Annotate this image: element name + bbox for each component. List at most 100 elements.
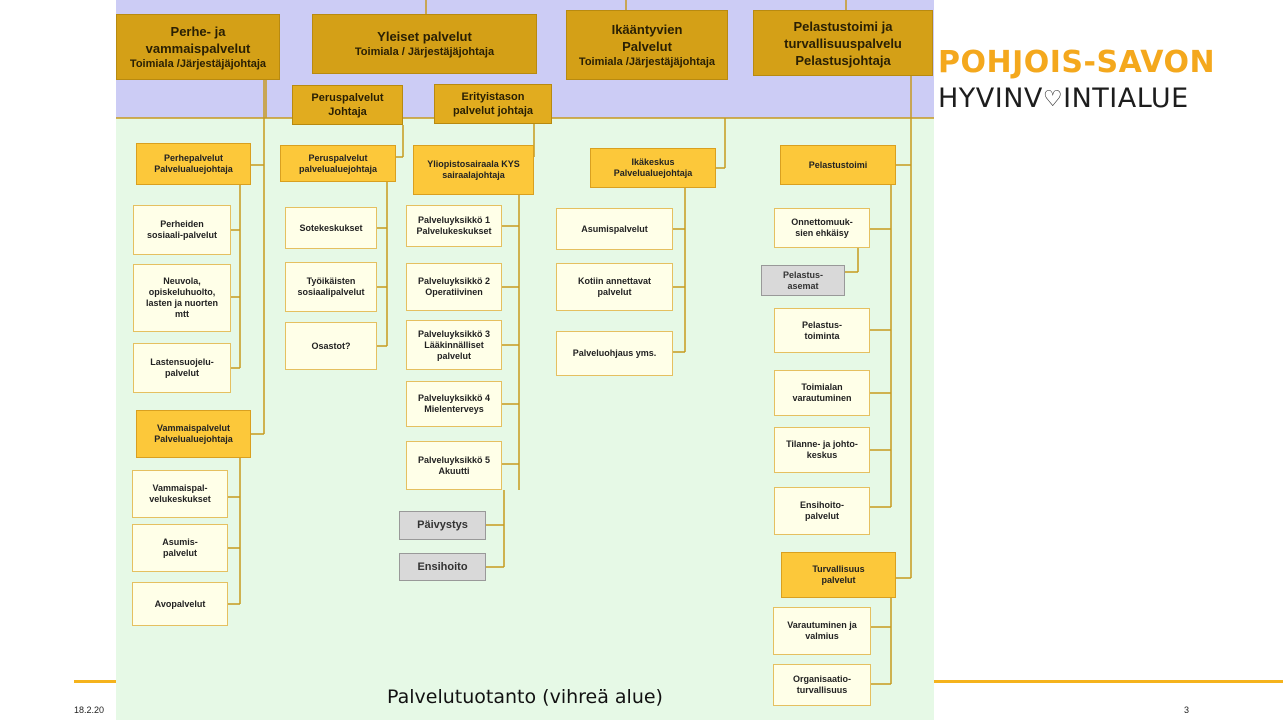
box-line: valmius [805,631,839,641]
box-line: Palveluyksikkö 3 [417,328,491,339]
organisaatioturvallisuus-box: Organisaatio- turvallisuus [773,664,871,706]
vammaispalvelukeskukset-box: Vammaispal- velukeskukset [132,470,228,518]
header-line: Toimiala /Järjestäjäjohtaja [578,55,716,68]
box-line: Avopalvelut [154,598,206,609]
header-pelastustoimi: Pelastustoimi ja turvallisuuspalvelu Pel… [753,10,933,76]
box-line: Osastot? [311,340,351,351]
box-line: varautuminen [792,393,852,403]
avopalvelut-box: Avopalvelut [132,582,228,626]
palveluyksikko-5-box: Palveluyksikkö 5 Akuutti [406,441,502,490]
header-line: Yleiset palvelut [377,29,472,44]
box-line: Akuutti [438,465,470,476]
box-line: lasten ja nuorten [145,298,218,308]
box-line: palvelut [821,575,856,585]
pelastusasemat-box: Pelastus- asemat [761,265,845,296]
box-line: Perhepalvelut [163,153,224,163]
palveluyksikko-4-box: Palveluyksikkö 4 Mielenterveys [406,381,502,427]
box-line: Palveluyksikkö 5 [417,454,491,465]
header-line: Pelastusjohtaja [795,52,891,68]
box-line: palvelut [597,287,632,297]
box-line: Organisaatio- [792,674,851,684]
box-line: sairaalajohtaja [442,170,505,180]
box-line: sosiaalipalvelut [297,287,365,297]
box-line: Peruspalvelut [311,92,384,104]
box-line: Palveluyksikkö 1 [417,215,491,225]
palveluohjaus-box: Palveluohjaus yms. [556,331,673,376]
box-line: Asumispalvelut [581,223,648,234]
box-line: palvelut [804,511,839,521]
box-line: Johtaja [328,106,367,118]
lastensuojelupalvelut-box: Lastensuojelu- palvelut [133,343,231,393]
box-line: Palvelualuejohtaja [154,164,233,174]
footer-date: 18.2.20 [74,705,105,715]
box-line: opiskeluhuolto, [148,287,216,297]
logo: POHJOIS-SAVON HYVINV♡INTIALUE [938,46,1238,115]
perheiden-sosiaalipalvelut-box: Perheiden sosiaali-palvelut [133,205,231,255]
header-line: Perhe- ja [170,23,226,39]
box-line: Turvallisuus [812,564,865,574]
header-line: Toimiala /Järjestäjäjohtaja [129,57,267,70]
heart-icon: ♡ [1042,87,1064,112]
box-line: palvelut [436,350,471,361]
box-line: palvelut [164,368,199,378]
palveluyksikko-1-box: Palveluyksikkö 1 Palvelukeskukset [406,205,502,247]
header-yleiset-palvelut: Yleiset palvelut Toimiala / Järjestäjäjo… [312,14,537,74]
ensihoitopalvelut-box: Ensihoito- palvelut [774,487,870,535]
box-line: Työikäisten [306,276,356,286]
box-line: mtt [175,309,189,319]
box-line: Vammaispalvelut [156,423,231,433]
box-line: Sotekeskukset [299,222,363,233]
kys-sairaalajohtaja-box: Yliopistosairaala KYS sairaalajohtaja [413,145,534,195]
paivystys-box: Päivystys [399,511,486,540]
vammaispalvelut-box: Vammaispalvelut Palvelualuejohtaja [136,410,251,458]
header-line: vammaispalvelut [145,40,251,56]
perhepalvelut-box: Perhepalvelut Palvelualuejohtaja [136,143,251,185]
box-line: Varautuminen ja [787,620,857,630]
box-line: Lääkinnälliset [424,339,484,350]
osastot-box: Osastot? [285,322,377,370]
connector-lines [116,0,934,685]
box-line: Palvelualuejohtaja [613,168,693,178]
box-line: asemat [787,280,819,291]
box-line: Mielenterveys [424,404,484,414]
logo-text-b: INTIALUE [1063,83,1189,114]
header-ikaantyvien-palvelut: Ikääntyvien Palvelut Toimiala /Järjestäj… [566,10,728,80]
header-line: Palvelut [622,38,672,54]
logo-line-2: HYVINV♡INTIALUE [938,84,1238,115]
box-line: Pelastus- [782,269,824,280]
box-line: Ensihoito [417,560,468,573]
box-line: velukeskukset [149,494,211,504]
box-line: toiminta [804,330,840,341]
peruspalvelut-johtaja: Peruspalvelut Johtaja [292,85,403,125]
onnettomuuksien-ehkaisy-box: Onnettomuuk- sien ehkäisy [774,208,870,248]
sotekeskukset-box: Sotekeskukset [285,207,377,249]
logo-text-a: HYVINV [938,83,1043,114]
header-line: Ikääntyvien [611,21,683,37]
box-line: Pelastus- [801,319,843,330]
box-line: Kotiin annettavat [577,276,651,286]
asumispalvelut-perhe-box: Asumis- palvelut [132,524,228,572]
box-line: palvelualuejohtaja [298,163,378,174]
tyoikaisten-sosiaalipalvelut-box: Työikäisten sosiaalipalvelut [285,262,377,312]
header-line: Toimiala / Järjestäjäjohtaja [354,46,495,58]
neuvola-box: Neuvola, opiskeluhuolto, lasten ja nuort… [133,264,231,332]
box-line: Palveluyksikkö 4 [417,393,491,403]
tilanne-ja-johtokeskus-box: Tilanne- ja johto- keskus [774,427,870,473]
pelastustoiminta-box: Pelastus- toiminta [774,308,870,353]
box-line: Vammaispal- [152,483,208,493]
ensihoito-box: Ensihoito [399,553,486,581]
bottom-title: Palvelutuotanto (vihreä alue) [387,686,663,708]
erityistason-palvelut-johtaja: Erityistason palvelut johtaja [434,84,552,124]
palveluyksikko-3-box: Palveluyksikkö 3 Lääkinnälliset palvelut [406,320,502,370]
box-line: sien ehkäisy [795,228,849,238]
box-line: Asumis- [162,537,198,547]
box-line: Ensihoito- [800,500,844,510]
box-line: Perheiden [160,219,204,229]
box-line: Neuvola, [163,276,201,286]
box-line: Ikäkeskus [631,157,675,167]
box-line: turvallisuus [796,685,848,695]
box-line: Operatiivinen [425,287,483,297]
box-line: palvelut [162,548,197,558]
peruspalvelut-palvelualuejohtaja-box: Peruspalvelut palvelualuejohtaja [280,145,396,182]
box-line: Peruspalvelut [308,152,368,163]
